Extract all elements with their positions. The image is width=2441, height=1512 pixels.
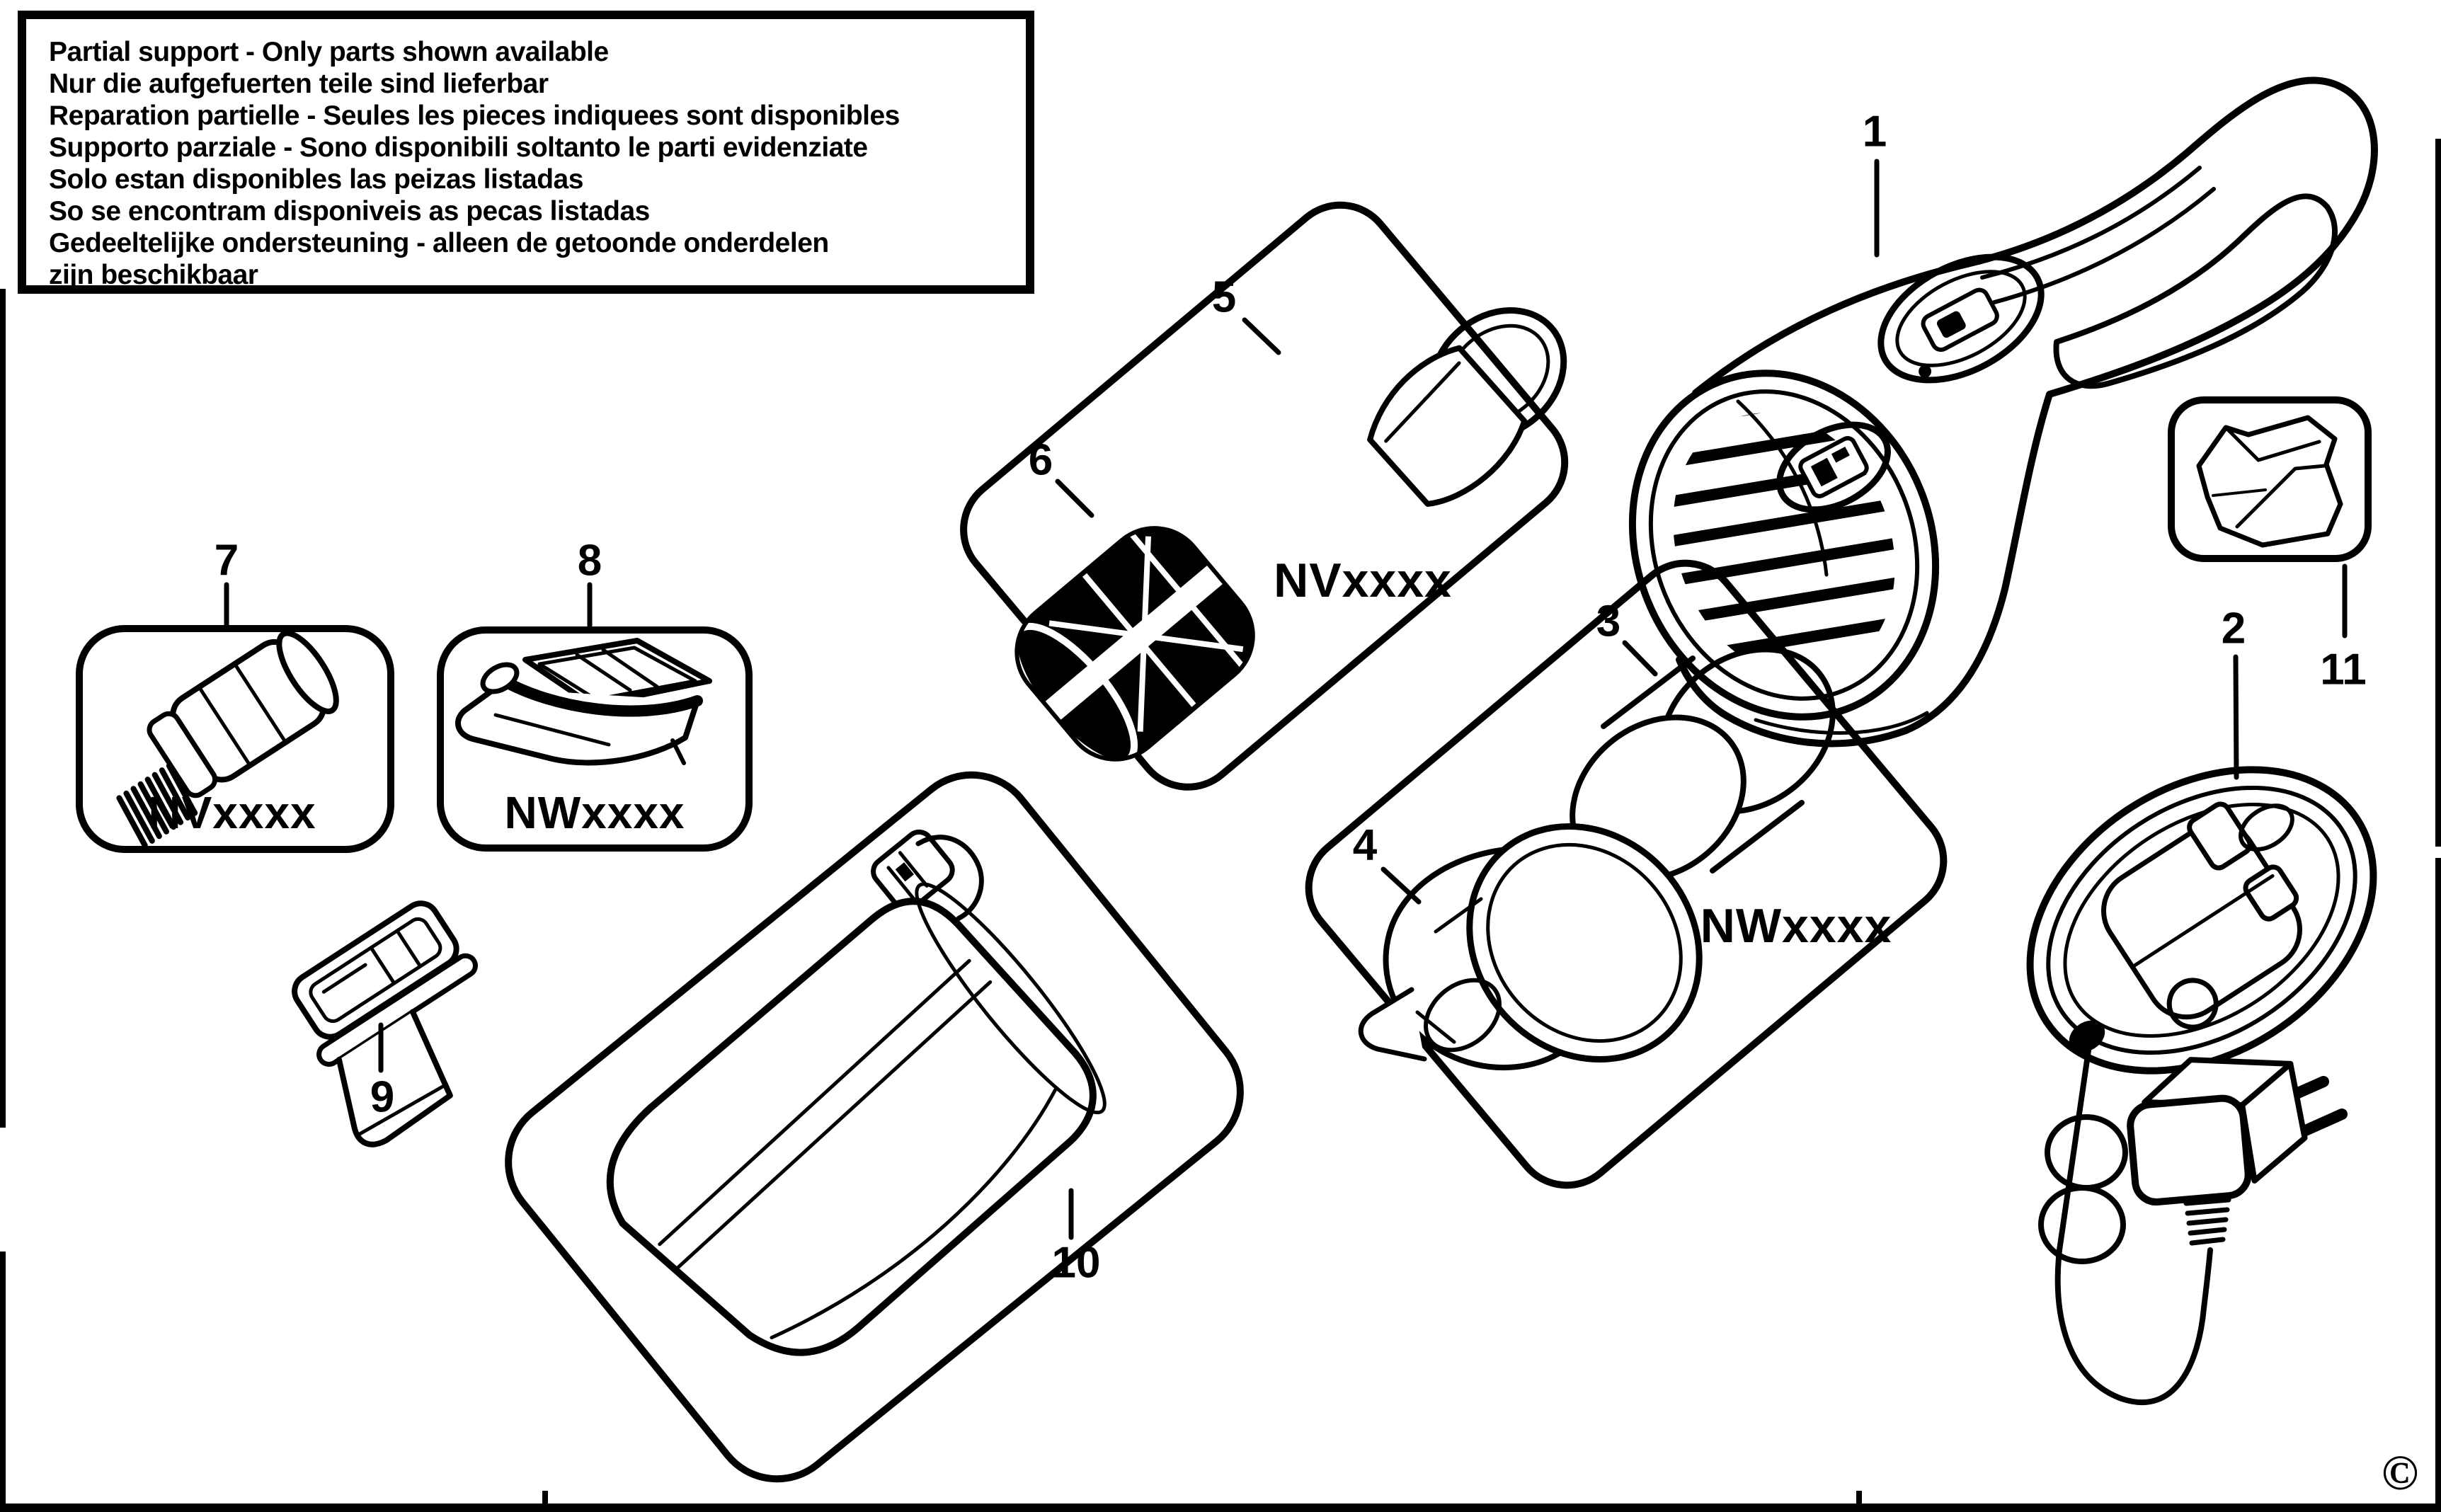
bowl-latch [1776,421,1891,513]
nv-kit-code-label: NVxxxx [1274,554,1452,607]
part-5-label: 5 [1211,273,1237,322]
notice-line-nl-2: zijn beschikbaar [49,260,258,290]
dust-bowl-drawing [606,829,1107,1356]
copyright-symbol: © [2381,1446,2419,1501]
bowl-nozzle-drawing [1358,823,1703,1071]
charger-plug-drawing [2127,1057,2348,1246]
part-4-label: 4 [1352,820,1378,870]
leader-lines [224,159,2348,1240]
notice-line-pt: So se encontram disponiveis as pecas lis… [49,196,650,227]
notice-line-es: Solo estan disponibles las peizas listad… [49,164,583,195]
part-3-label: 3 [1596,597,1621,646]
handheld-vacuum-drawing [1628,76,2378,748]
dust-bag-kit-drawing [2168,396,2372,562]
nv-brush-code-label: NVxxxx [148,787,316,838]
nw-kit-box [1305,559,1948,1189]
charging-base-drawing [2026,766,2377,1075]
part-2-label: 2 [2221,604,2246,653]
nw-nozzle-code-label: NWxxxx [504,787,685,838]
notice-line-it: Supporto parziale - Sono disponibili sol… [49,132,868,163]
bowl-kit-box [505,771,1244,1483]
pleated-filter-drawing [1010,526,1255,767]
power-cord-drawing [2038,1048,2213,1406]
strain-relief [2183,1197,2231,1246]
crevice-tool-drawing [292,900,478,1147]
brush-tool-drawing [116,630,339,849]
part-1-label: 1 [1862,107,1887,156]
part-7-label: 7 [214,536,239,585]
notice-line-nl-1: Gedeeltelijke ondersteuning - alleen de … [49,228,829,258]
part-11-label: 11 [2320,645,2367,694]
nw-kit-code-label: NWxxxx [1700,899,1892,953]
dust-door-drawing [1367,307,1567,508]
notice-line-fr: Reparation partielle - Seules les pieces… [49,101,900,131]
part-10-label: 10 [1051,1238,1101,1288]
part-9-label: 9 [370,1072,395,1122]
part-8-label: 8 [577,536,602,585]
partial-support-notice: Partial support - Only parts shown avail… [18,11,1034,294]
page-borders [0,139,2441,1512]
notice-line-de: Nur die aufgefuerten teile sind lieferba… [49,69,549,99]
power-switch [1877,253,2045,384]
nv-accessory-box [76,625,394,853]
nw-accessory-box [437,626,753,852]
wide-nozzle-drawing [455,638,712,766]
bristles [116,762,198,849]
part-6-label: 6 [1028,435,1053,485]
notice-line-en: Partial support - Only parts shown avail… [49,37,609,67]
